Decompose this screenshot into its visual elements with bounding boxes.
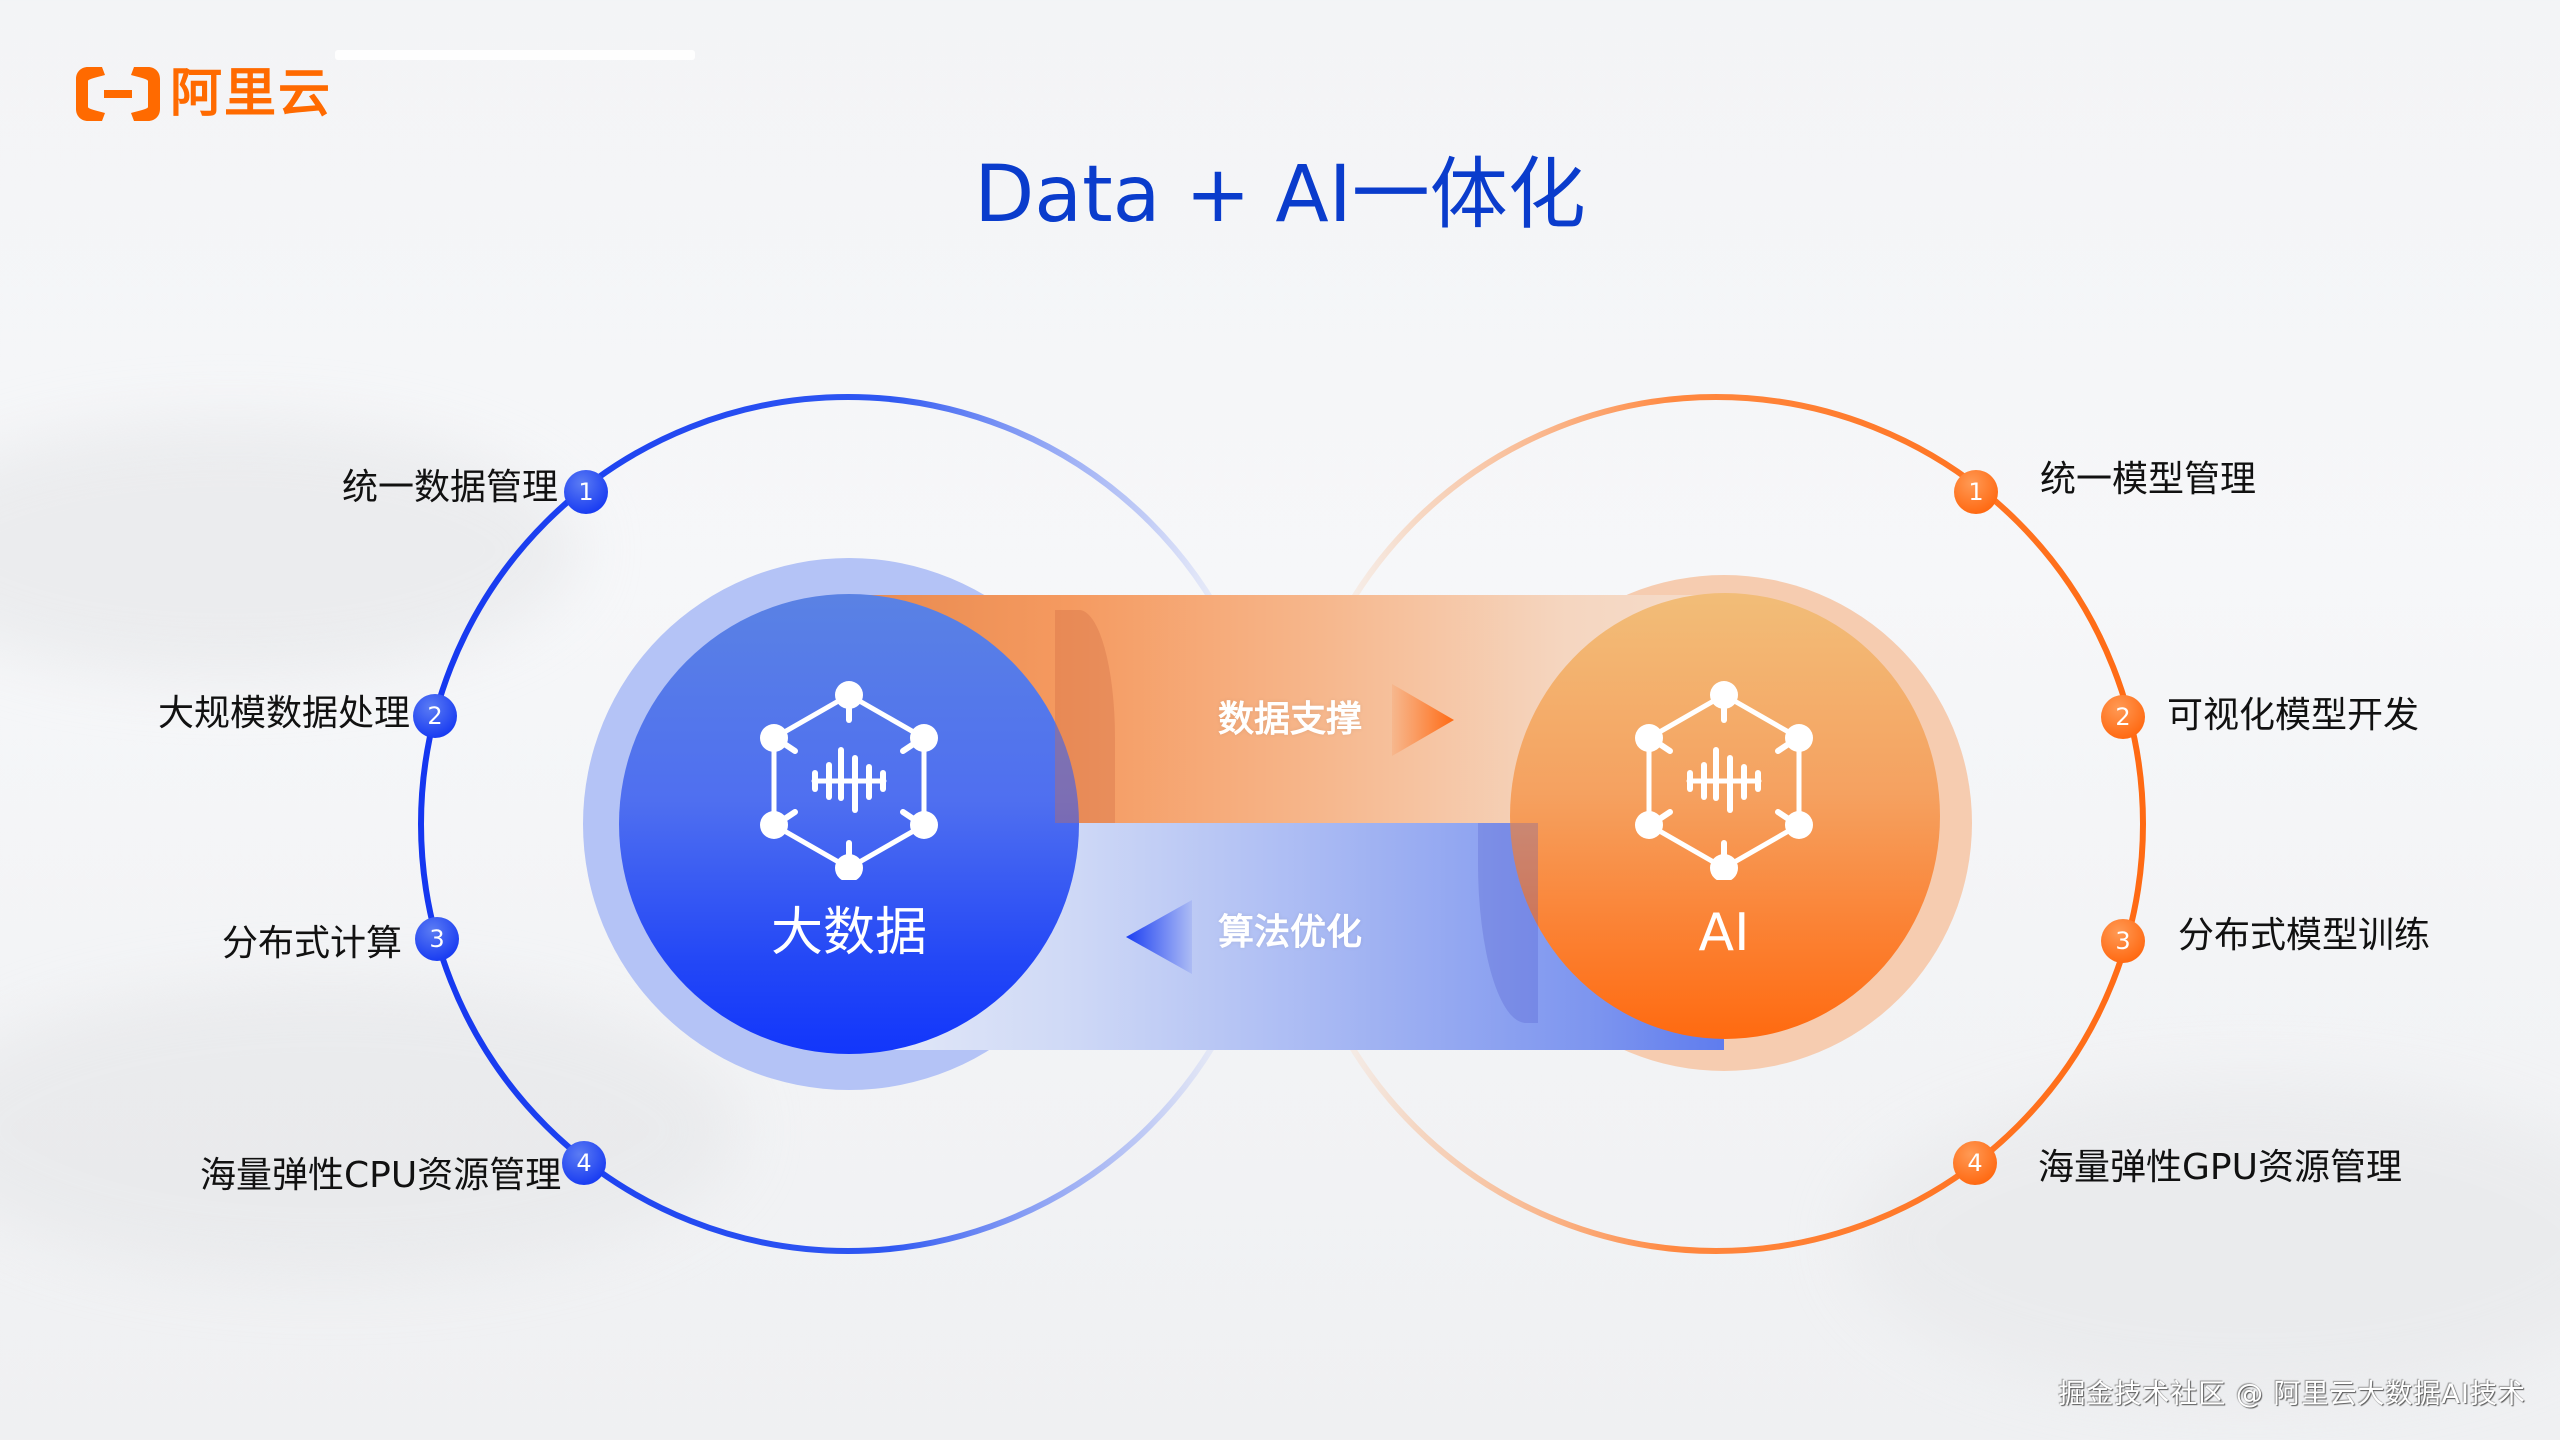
data-core-icon: [760, 681, 938, 880]
data-item-badge-2: 2: [413, 694, 457, 738]
data-item-label-3: 分布式计算: [222, 923, 403, 964]
data-item-badge-3: 3: [415, 917, 459, 961]
ai-item-label-3: 分布式模型训练: [2178, 915, 2431, 956]
ai-item-badge-2: 2: [2101, 695, 2145, 739]
aliyun-bracket-logo-icon: [76, 67, 160, 121]
data-core-circle: [619, 594, 1079, 1054]
ai-core-label: AI: [1698, 903, 1750, 963]
ai-core-circle: [1510, 593, 1940, 1039]
arrow-right-icon: [1392, 684, 1454, 756]
page-title: Data + AI一体化: [974, 150, 1586, 240]
watermark: 掘金技术社区 @ 阿里云大数据AI技术: [2058, 1379, 2526, 1410]
background-streak: [0, 980, 740, 1280]
ai-item-label-1: 统一模型管理: [2040, 459, 2257, 500]
ai-item-label-2: 可视化模型开发: [2167, 695, 2420, 736]
data-item-badge-4: 4: [562, 1141, 606, 1185]
arrow-left-icon: [1126, 900, 1192, 974]
data-item-badge-1: 1: [564, 470, 608, 514]
data-item-label-4: 海量弹性CPU资源管理: [200, 1155, 562, 1196]
data-item-label-1: 统一数据管理: [342, 467, 559, 508]
aliyun-logo: 阿里云: [76, 66, 332, 122]
ai-item-label-4: 海量弹性GPU资源管理: [2038, 1147, 2402, 1188]
flow-label-data-support: 数据支撑: [1218, 699, 1363, 740]
decorative-bar: [335, 50, 695, 60]
data-core-label: 大数据: [770, 903, 927, 963]
background-streak: [0, 420, 580, 680]
ai-item-badge-4: 4: [1953, 1141, 1997, 1185]
logo-text: 阿里云: [170, 64, 333, 124]
data-item-label-2: 大规模数据处理: [158, 693, 411, 734]
background-streak: [1850, 1080, 2560, 1400]
flow-label-algorithm-optimization: 算法优化: [1218, 912, 1363, 953]
ai-item-badge-3: 3: [2101, 919, 2145, 963]
ai-core-icon: [1635, 681, 1813, 880]
ai-item-badge-1: 1: [1954, 470, 1998, 514]
